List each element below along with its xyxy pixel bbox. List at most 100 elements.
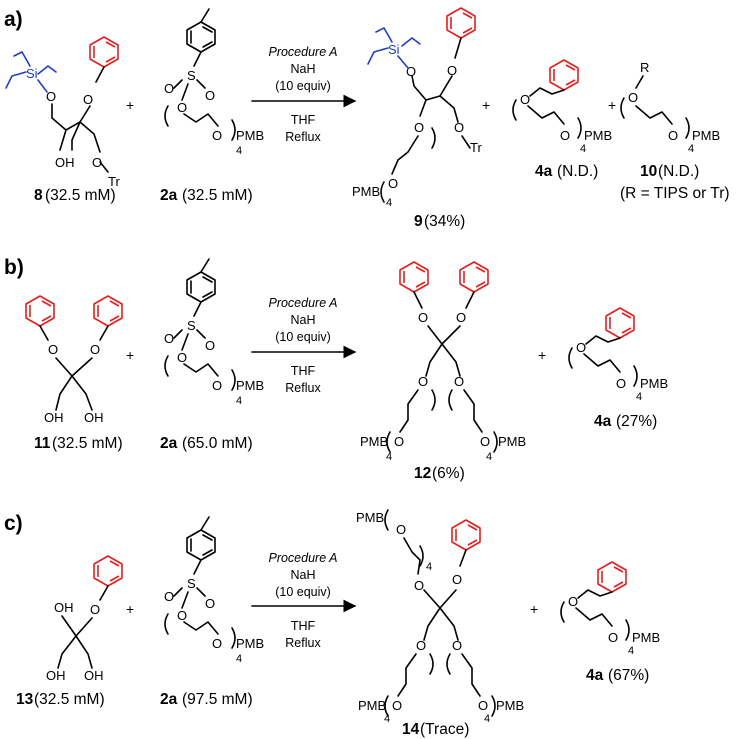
svg-text:4: 4 xyxy=(636,391,642,403)
svg-text:(32.5 mM): (32.5 mM) xyxy=(182,187,253,204)
conditions-c: Procedure A NaH (10 equiv) THF Reflux xyxy=(268,551,337,650)
svg-text:(32.5 mM): (32.5 mM) xyxy=(52,435,123,452)
svg-text:PMB: PMB xyxy=(640,376,668,391)
compound-13-caption: 13 (32.5 mM) xyxy=(16,691,105,708)
svg-text:PMB: PMB xyxy=(692,128,720,143)
svg-text:4: 4 xyxy=(580,143,586,155)
svg-text:O: O xyxy=(177,608,187,623)
svg-text:(N.D.): (N.D.) xyxy=(658,163,699,180)
svg-text:O: O xyxy=(418,310,428,325)
svg-text:O: O xyxy=(212,636,222,651)
svg-text:S: S xyxy=(187,318,196,333)
svg-text:OH: OH xyxy=(84,668,104,683)
compound-11-structure: O O OH OH xyxy=(25,295,123,425)
svg-text:14: 14 xyxy=(402,721,420,738)
svg-text:O: O xyxy=(668,128,678,143)
svg-text:Si: Si xyxy=(26,66,38,81)
svg-text:4a: 4a xyxy=(586,667,604,684)
compound-4a-caption: 4a (N.D.) xyxy=(535,163,598,180)
svg-text:O: O xyxy=(205,88,215,103)
svg-text:PMB: PMB xyxy=(360,434,388,449)
svg-text:O: O xyxy=(392,698,402,713)
svg-text:12: 12 xyxy=(414,465,431,482)
conditions-b: Procedure A NaH (10 equiv) THF Reflux xyxy=(268,296,337,395)
svg-text:2a: 2a xyxy=(160,691,178,708)
svg-text:O: O xyxy=(90,602,100,617)
svg-text:(32.5 mM): (32.5 mM) xyxy=(45,187,116,204)
svg-text:O: O xyxy=(177,100,187,115)
compound-14-caption: 14 (Trace) xyxy=(402,721,469,738)
svg-text:O: O xyxy=(416,638,426,653)
svg-text:O: O xyxy=(406,64,416,79)
svg-text:4: 4 xyxy=(236,145,242,157)
compound-2a-caption: 2a (32.5 mM) xyxy=(160,187,253,204)
svg-text:4a: 4a xyxy=(535,163,553,180)
svg-text:Si: Si xyxy=(388,42,400,57)
svg-text:(27%): (27%) xyxy=(616,413,657,430)
svg-text:S: S xyxy=(187,576,196,591)
svg-text:O: O xyxy=(414,120,424,135)
svg-text:PMB: PMB xyxy=(352,184,380,199)
svg-text:4: 4 xyxy=(628,645,634,657)
svg-text:O: O xyxy=(454,374,464,389)
svg-text:OH: OH xyxy=(84,410,104,425)
plus-sign: + xyxy=(126,347,134,363)
svg-text:OH: OH xyxy=(54,600,74,615)
svg-text:O: O xyxy=(576,340,586,355)
svg-text:O: O xyxy=(46,89,56,104)
svg-text:(10 equiv): (10 equiv) xyxy=(275,79,331,93)
svg-text:O: O xyxy=(418,374,428,389)
svg-text:Procedure A: Procedure A xyxy=(268,551,337,565)
svg-text:O: O xyxy=(164,589,174,604)
svg-text:4a: 4a xyxy=(594,413,612,430)
svg-text:(67%): (67%) xyxy=(608,667,649,684)
svg-text:11: 11 xyxy=(34,435,51,452)
svg-text:NaH: NaH xyxy=(290,568,315,582)
svg-text:NaH: NaH xyxy=(290,62,315,76)
compound-11-caption: 11 (32.5 mM) xyxy=(34,435,123,452)
svg-text:R: R xyxy=(640,60,649,75)
svg-text:PMB: PMB xyxy=(236,636,264,651)
svg-text:(34%): (34%) xyxy=(424,213,465,230)
svg-text:O: O xyxy=(478,698,488,713)
svg-text:O: O xyxy=(414,578,424,593)
svg-text:8: 8 xyxy=(34,187,43,204)
plus-sign: + xyxy=(126,601,134,617)
svg-text:4: 4 xyxy=(688,143,694,155)
svg-text:Tr: Tr xyxy=(470,140,482,155)
svg-text:PMB: PMB xyxy=(358,698,386,713)
svg-text:O: O xyxy=(608,630,618,645)
svg-text:13: 13 xyxy=(16,691,34,708)
panel-a-label: a) xyxy=(4,8,23,31)
svg-text:OH: OH xyxy=(55,155,75,170)
compound-10-structure: R O O 4 PMB xyxy=(620,60,720,155)
svg-text:4: 4 xyxy=(236,395,242,407)
plus-sign: + xyxy=(482,97,490,113)
svg-text:O: O xyxy=(480,434,490,449)
svg-text:O: O xyxy=(456,310,466,325)
svg-text:O: O xyxy=(388,176,398,191)
compound-4a-caption: 4a (27%) xyxy=(594,413,657,430)
svg-text:Reflux: Reflux xyxy=(285,130,321,144)
svg-text:THF: THF xyxy=(291,113,316,127)
svg-text:O: O xyxy=(90,342,100,357)
svg-text:(10 equiv): (10 equiv) xyxy=(275,585,331,599)
svg-text:O: O xyxy=(212,378,222,393)
compound-2a-structure: S O O O O 4 PMB xyxy=(164,258,264,407)
svg-text:4: 4 xyxy=(386,451,392,463)
svg-text:O: O xyxy=(520,92,530,107)
svg-text:(10 equiv): (10 equiv) xyxy=(275,330,331,344)
svg-text:Procedure A: Procedure A xyxy=(268,296,337,310)
svg-text:O: O xyxy=(212,128,222,143)
svg-text:O: O xyxy=(454,120,464,135)
svg-text:O: O xyxy=(447,63,457,78)
svg-text:PMB: PMB xyxy=(496,698,524,713)
svg-text:OH: OH xyxy=(46,668,66,683)
svg-text:O: O xyxy=(394,434,404,449)
svg-text:O: O xyxy=(396,522,406,537)
svg-text:PMB: PMB xyxy=(356,510,384,525)
svg-text:Reflux: Reflux xyxy=(285,636,321,650)
svg-text:Procedure A: Procedure A xyxy=(268,45,337,59)
svg-text:4: 4 xyxy=(386,197,392,209)
svg-text:(R = TIPS or Tr): (R = TIPS or Tr) xyxy=(620,185,730,202)
